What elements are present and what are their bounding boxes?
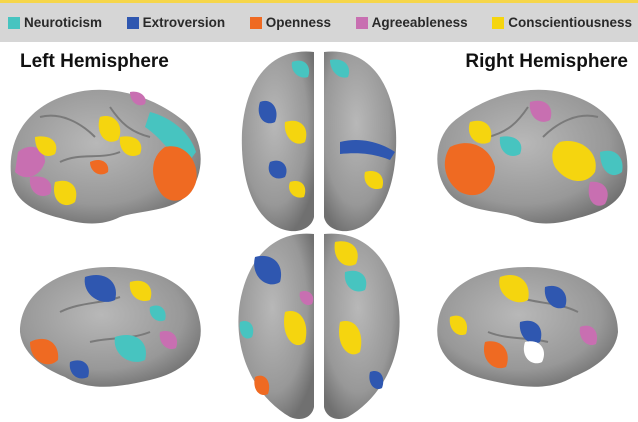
legend-item-agreeableness: Agreeableness: [356, 15, 468, 30]
top-view-brain: [242, 52, 396, 232]
conscientiousness-swatch: [492, 17, 504, 29]
bottom-view-brain: [238, 234, 399, 419]
legend-item-neuroticism: Neuroticism: [8, 15, 102, 30]
openness-swatch: [250, 17, 262, 29]
extroversion-swatch: [127, 17, 139, 29]
right-lateral-brain: [437, 267, 618, 387]
brain-figure: [0, 42, 638, 422]
left-lateral-brain: [20, 267, 201, 387]
legend-label-agreeableness: Agreeableness: [372, 15, 468, 30]
neuroticism-swatch: [8, 17, 20, 29]
legend-label-extroversion: Extroversion: [143, 15, 226, 30]
legend-label-openness: Openness: [266, 15, 331, 30]
agreeableness-swatch: [356, 17, 368, 29]
legend-item-extroversion: Extroversion: [127, 15, 226, 30]
left-medial-brain: [11, 90, 201, 224]
trait-legend: Neuroticism Extroversion Openness Agreea…: [0, 0, 638, 42]
legend-label-neuroticism: Neuroticism: [24, 15, 102, 30]
legend-label-conscientiousness: Conscientiousness: [508, 15, 632, 30]
right-medial-brain: [437, 90, 627, 224]
legend-item-conscientiousness: Conscientiousness: [492, 15, 632, 30]
legend-item-openness: Openness: [250, 15, 331, 30]
